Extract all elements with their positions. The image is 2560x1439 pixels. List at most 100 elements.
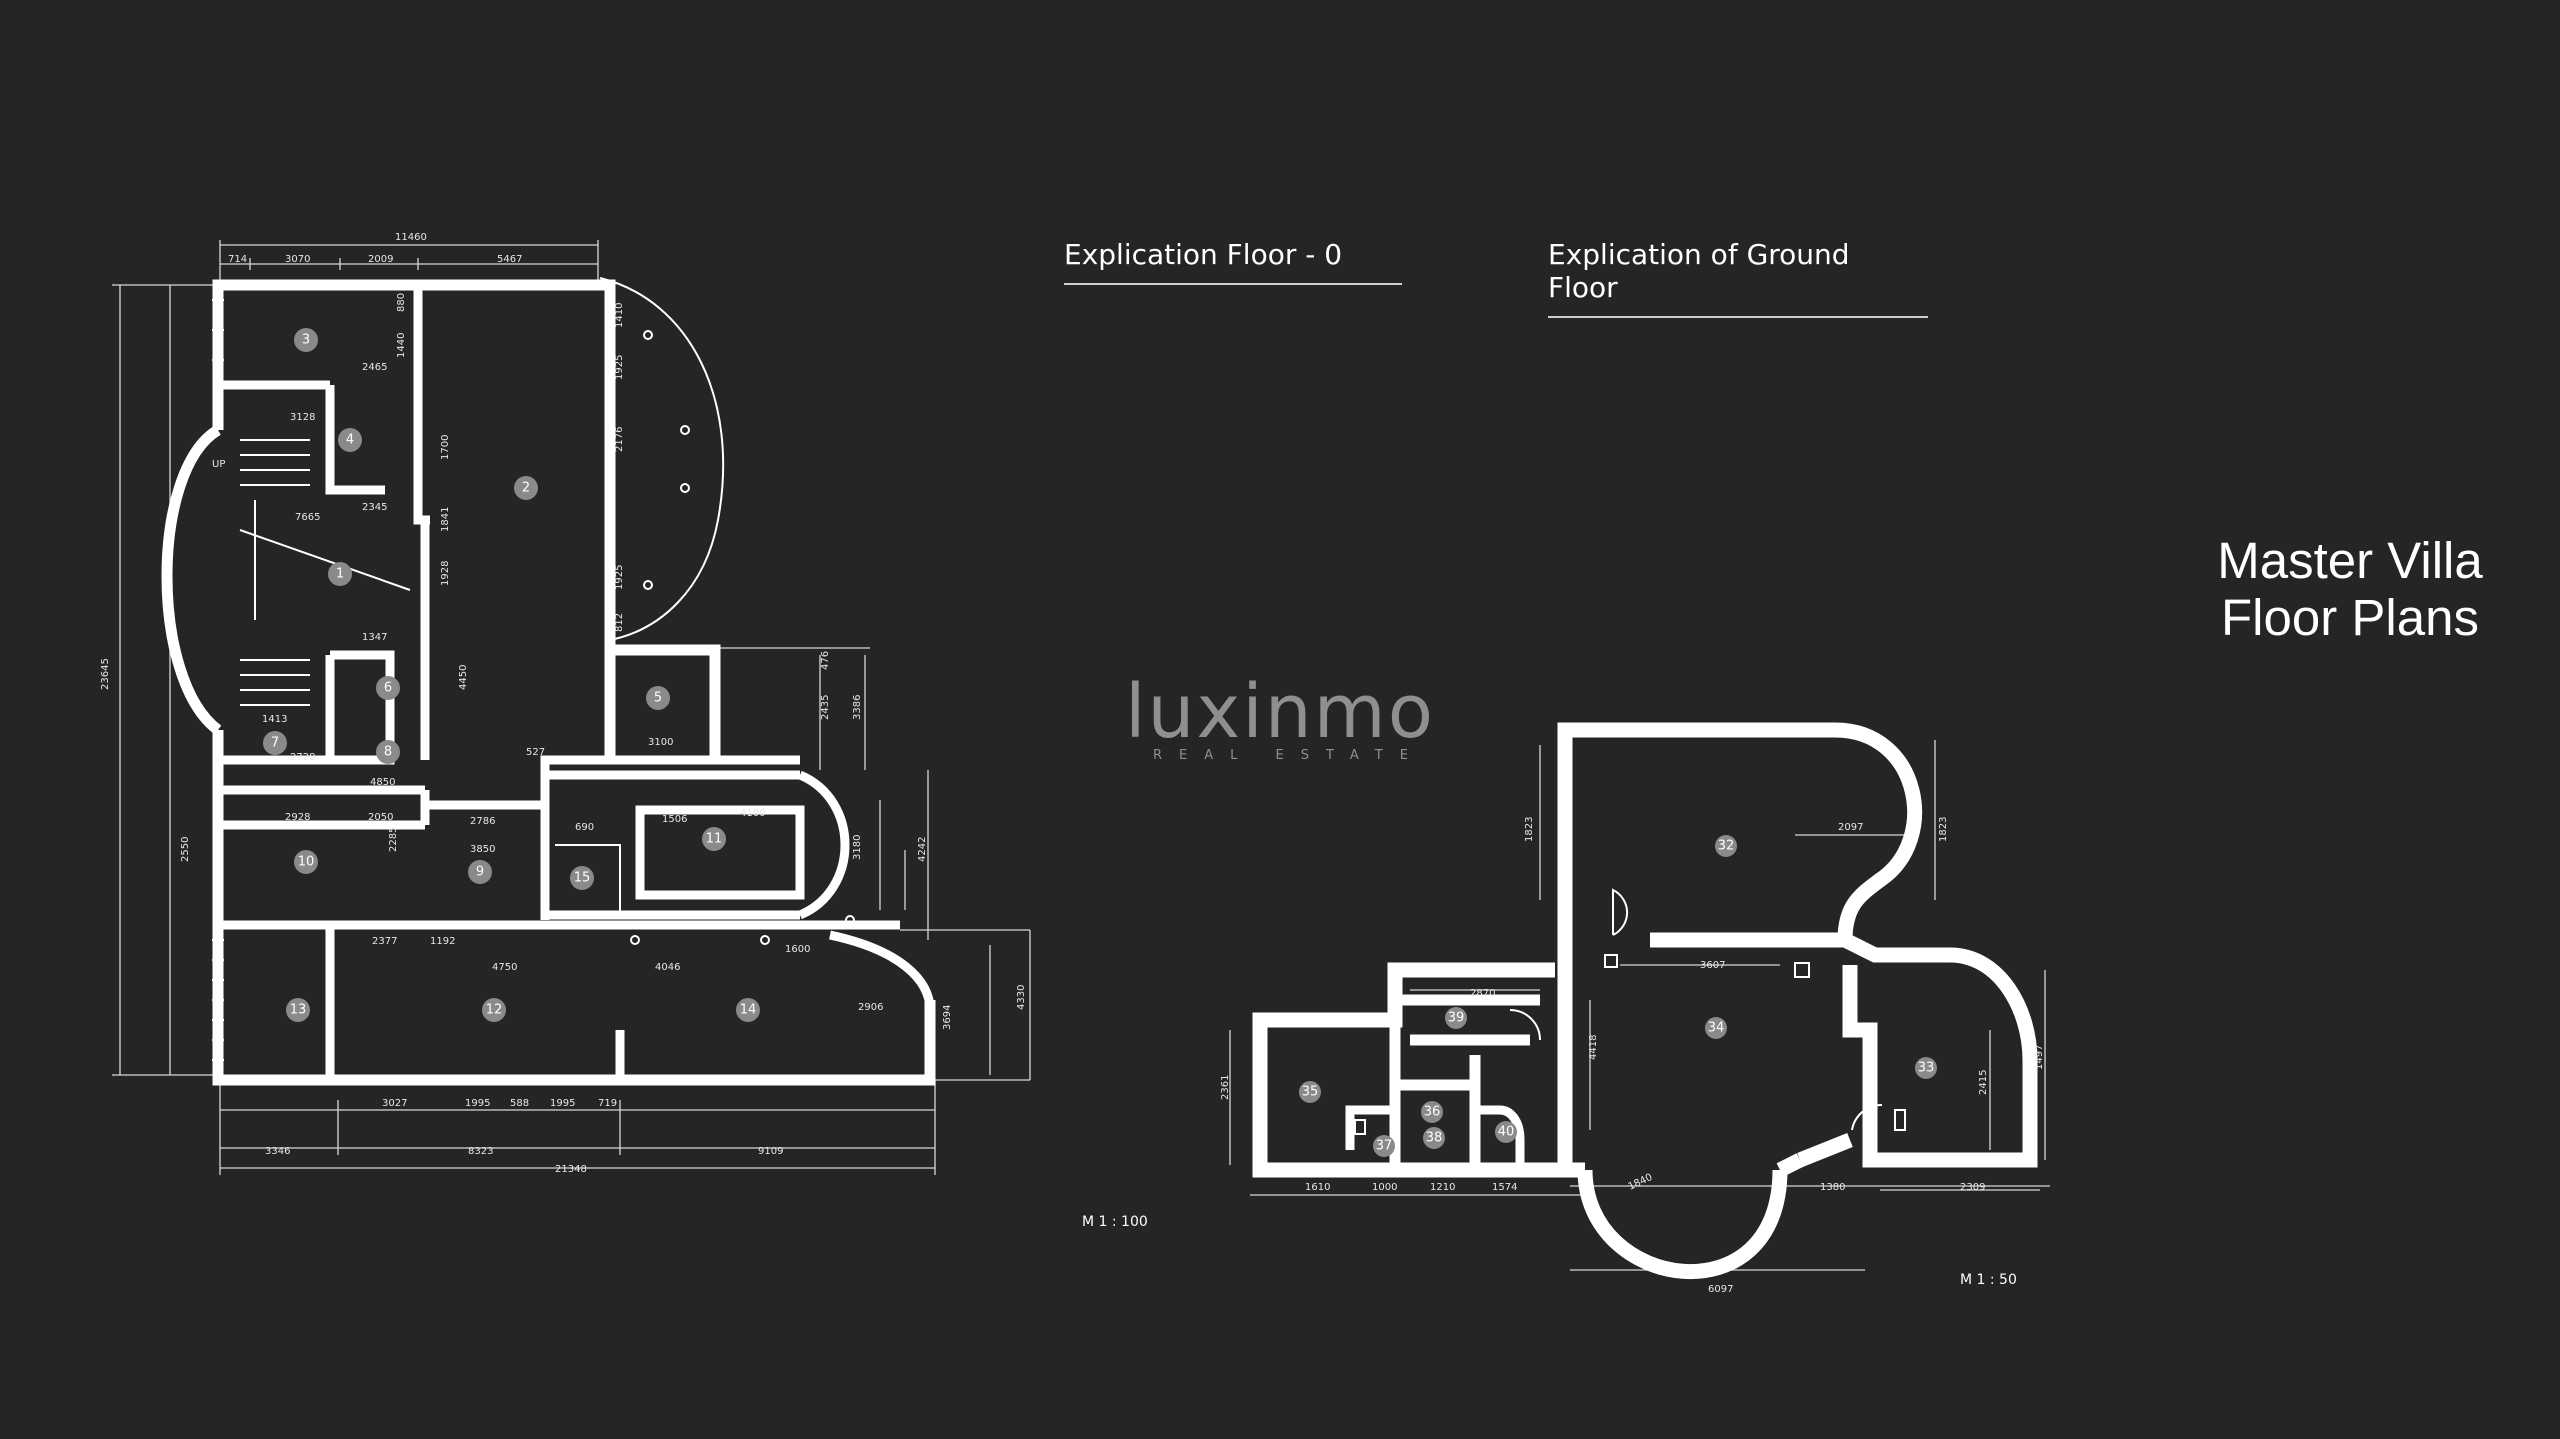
- dim-interior-11: 2786: [470, 816, 495, 827]
- ground-floor-scale-note: M 1 : 50: [1960, 1272, 2017, 1288]
- dim-bottom-total: 21348: [555, 1164, 587, 1175]
- dim-g-14: 1574: [1492, 1182, 1517, 1193]
- dim-interior-19: 3694: [942, 1005, 953, 1030]
- dim-interior-41: 812: [614, 613, 625, 632]
- dim-g-13: 1210: [1430, 1182, 1455, 1193]
- stair-up-label: UP: [212, 459, 225, 470]
- room-37-label: 37: [1376, 1139, 1393, 1154]
- ground-floor-plan: 32 33 34 35 36 37 38 39 40 2097 1823 182…: [1220, 722, 2050, 1295]
- floor-0-plan: 1 2 3 4 5 6 7 8 9 10 11 12 13 14 15 UP 1…: [100, 232, 1031, 1175]
- dim-interior-20: 4330: [1016, 985, 1027, 1010]
- floor-0-walls: [161, 277, 936, 1086]
- dim-bottom-5: 719: [598, 1098, 617, 1109]
- dim-interior-5: 1347: [362, 632, 387, 643]
- dim-interior-21: 3180: [852, 835, 863, 860]
- dim-g-3: 1823: [1938, 817, 1949, 842]
- room-10-label: 10: [298, 855, 315, 870]
- dim-g-1: 2097: [1838, 822, 1863, 833]
- room-4-label: 4: [346, 433, 354, 448]
- dim-top-3: 2009: [368, 254, 393, 265]
- dim-g-16: 1497: [2034, 1045, 2045, 1070]
- dim-interior-40: 1925: [614, 565, 625, 590]
- dim-g-10: 6097: [1708, 1284, 1733, 1295]
- room-8-label: 8: [384, 745, 392, 760]
- dim-g-2: 1823: [1524, 817, 1535, 842]
- ground-floor-walls: [1252, 722, 2038, 1279]
- room-13-label: 13: [290, 1003, 307, 1018]
- dim-interior-1: 2465: [362, 362, 387, 373]
- dim-interior-33: 1928: [440, 561, 451, 586]
- dim-interior-18: 2906: [858, 1002, 883, 1013]
- dim-interior-27: 3100: [648, 737, 673, 748]
- ground-floor-room-markers: 32 33 34 35 36 37 38 39 40: [1299, 835, 1937, 1157]
- room-39-label: 39: [1448, 1011, 1465, 1026]
- dim-g-15: 2361: [1220, 1075, 1231, 1100]
- dim-bottom-7: 8323: [468, 1146, 493, 1157]
- room-38-label: 38: [1426, 1131, 1443, 1146]
- dim-g-4: 3607: [1700, 960, 1725, 971]
- dim-g-9: 2309: [1960, 1182, 1985, 1193]
- room-36-label: 36: [1424, 1105, 1441, 1120]
- dim-bottom-6: 3346: [265, 1146, 290, 1157]
- floor-0-heading: Explication Floor - 0: [1064, 238, 1402, 285]
- dim-g-17: 2415: [1978, 1070, 1989, 1095]
- room-7-label: 7: [271, 736, 279, 751]
- dim-interior-6: 1413: [262, 714, 287, 725]
- dim-interior-31: 1700: [440, 435, 451, 460]
- room-33-label: 33: [1918, 1061, 1935, 1076]
- room-5-label: 5: [654, 691, 662, 706]
- dim-interior-43: 2285: [388, 827, 399, 852]
- dim-interior-28: 2435: [820, 695, 831, 720]
- dim-interior-23: 1506: [662, 814, 687, 825]
- dim-top-total: 11460: [395, 232, 427, 243]
- room-9-label: 9: [476, 865, 484, 880]
- room-6-label: 6: [384, 681, 392, 696]
- dim-interior-13: 2377: [372, 936, 397, 947]
- dim-interior-39: 2176: [614, 427, 625, 452]
- floor-0-scale-note: M 1 : 100: [1082, 1214, 1148, 1230]
- logo-tagline: REAL ESTATE: [1153, 748, 1425, 763]
- dim-interior-17: 1600: [785, 944, 810, 955]
- dim-top-1: 714: [228, 254, 247, 265]
- luxinmo-logo: luxinmo REAL ESTATE: [1100, 672, 1460, 763]
- dim-top-4: 5467: [497, 254, 522, 265]
- dim-interior-26: 527: [526, 747, 545, 758]
- dim-g-11: 1610: [1305, 1182, 1330, 1193]
- dim-interior-2: 3128: [290, 412, 315, 423]
- dim-g-7: 1840: [1627, 1172, 1655, 1193]
- dim-bottom-8: 9109: [758, 1146, 783, 1157]
- dim-bottom-1: 3027: [382, 1098, 407, 1109]
- room-3-label: 3: [302, 333, 310, 348]
- page-title-line-1: Master Villa: [2217, 532, 2483, 589]
- dim-interior-36: 880: [396, 293, 407, 312]
- dim-interior-8: 4850: [370, 777, 395, 788]
- room-11-label: 11: [706, 832, 723, 847]
- dim-interior-10: 2050: [368, 812, 393, 823]
- dim-bottom-4: 1995: [550, 1098, 575, 1109]
- room-32-label: 32: [1718, 839, 1735, 854]
- floor-0-dimension-lines: [112, 240, 1031, 1175]
- floor-0-dimension-texts: 11460 714 3070 2009 5467 23645 3027 1995…: [100, 232, 1027, 1175]
- room-15-label: 15: [574, 871, 591, 886]
- ground-floor-dimension-texts: 2097 1823 1823 3607 2870 4418 1840 1380 …: [1220, 817, 2045, 1295]
- dim-interior-24: 4100: [740, 808, 765, 819]
- room-12-label: 12: [486, 1003, 503, 1018]
- stair-hatching: [239, 439, 411, 706]
- floor-0-windows: [212, 299, 224, 1061]
- page-title: Master Villa Floor Plans: [2140, 532, 2560, 646]
- dim-interior-16: 4046: [655, 962, 680, 973]
- dim-interior-12: 3850: [470, 844, 495, 855]
- dim-interior-35: 1440: [396, 333, 407, 358]
- room-34-label: 34: [1708, 1021, 1725, 1036]
- dim-g-6: 4418: [1588, 1035, 1599, 1060]
- dim-g-12: 1000: [1372, 1182, 1397, 1193]
- ground-floor-dimension-lines: [1229, 740, 2050, 1271]
- dim-interior-38: 1925: [614, 355, 625, 380]
- room-35-label: 35: [1302, 1085, 1319, 1100]
- dim-interior-25: 690: [575, 822, 594, 833]
- page-title-line-2: Floor Plans: [2221, 589, 2479, 646]
- dim-interior-34: 4450: [458, 665, 469, 690]
- dim-bottom-2: 1995: [465, 1098, 490, 1109]
- dim-interior-7: 2728: [290, 752, 315, 763]
- dim-interior-30: 476: [820, 651, 831, 670]
